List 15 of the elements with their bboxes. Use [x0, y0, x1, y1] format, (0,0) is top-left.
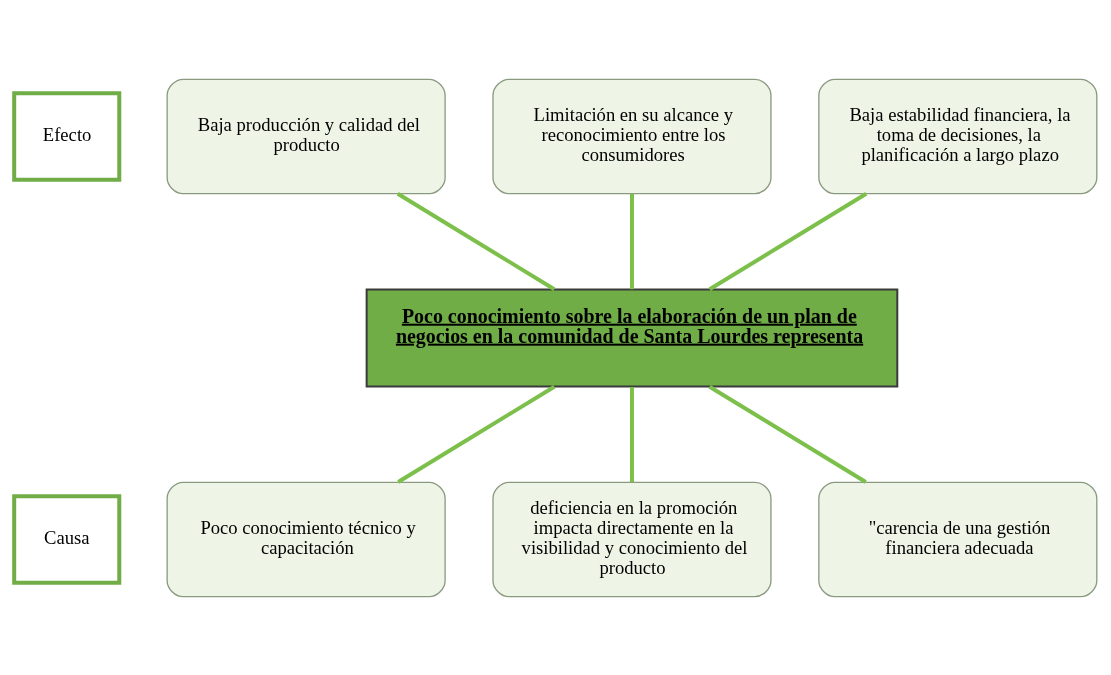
connector — [629, 386, 634, 482]
connector — [708, 191, 868, 291]
node-box: "carencia de una gestión financiera adecuada — [818, 481, 1098, 597]
connector — [396, 191, 556, 291]
connector — [629, 193, 634, 289]
connector — [708, 384, 867, 484]
node-box: Baja producción y calidad del producto — [166, 78, 446, 194]
node-box: deficiencia en la promoción impacta directamente en la visibilidad y conocimiento del producto — [492, 481, 772, 597]
node-box: Efecto — [12, 90, 122, 182]
connector — [397, 384, 556, 484]
node-box: Causa — [12, 493, 122, 585]
node-box: Limitación en su alcance y reconocimiento entre los consumidores — [492, 78, 772, 194]
node-box: Poco conocimiento técnico y capacitación — [166, 481, 446, 597]
node-box: Baja estabilidad financiera, la toma de decisiones, la planificación a largo plazo — [818, 78, 1098, 194]
node-box: Poco conocimiento sobre la elaboración de un plan de negocios en la comunidad de Santa Lourdes representa — [365, 287, 899, 388]
